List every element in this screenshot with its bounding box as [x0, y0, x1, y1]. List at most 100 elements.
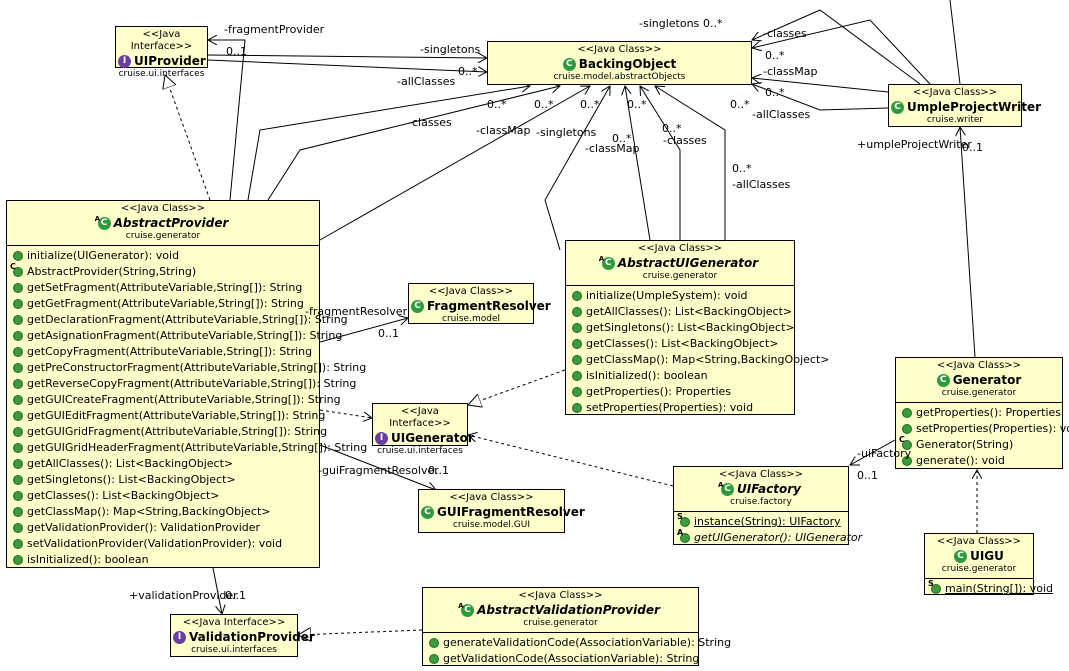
operation-row[interactable]: isInitialized(): boolean — [566, 368, 794, 384]
operation-row[interactable]: getClassMap(): Map<String,BackingObject> — [7, 504, 319, 520]
label-mult: 0..* — [534, 98, 554, 111]
operation-row[interactable]: getProperties(): Properties — [566, 384, 794, 400]
assoc-ap-classmap — [267, 86, 560, 201]
label-mult: 0..* — [730, 98, 750, 111]
operations-list: initialize(UmpleSystem): void getAllClass… — [566, 285, 830, 419]
operation-row[interactable]: getCopyFragment(AttributeVariable,String… — [7, 344, 319, 360]
assoc-uiprovider-singletons — [207, 55, 487, 58]
operation-row[interactable]: getProperties(): Properties — [896, 405, 1062, 421]
operation-row[interactable]: getAllClasses(): List<BackingObject> — [566, 304, 794, 320]
operation-row[interactable]: getClasses(): List<BackingObject> — [566, 336, 794, 352]
label-fragmentprovider-mult: 0..1 — [226, 45, 247, 58]
stereotype: <<Java Class>> — [912, 87, 998, 98]
package: cruise.generator — [941, 564, 1017, 574]
operation-signature: initialize(UmpleSystem): void — [586, 289, 748, 302]
operation-row[interactable]: getSingletons(): List<BackingObject> — [566, 320, 795, 336]
assoc-ag-classes — [640, 86, 681, 240]
operation-signature: getAllClasses(): List<BackingObject> — [586, 305, 793, 318]
abstractvalidationprovider-box[interactable]: <<Java Class>> CAbstractValidationProvid… — [422, 587, 731, 667]
operation-signature: getProperties(): Properties — [916, 406, 1062, 419]
operation-row[interactable]: getDeclarationFragment(AttributeVariable… — [7, 312, 348, 328]
operation-row[interactable]: getSingletons(): List<BackingObject> — [7, 472, 319, 488]
uifactory-box[interactable]: <<Java Class>> CUIFactory cruise.factory… — [673, 466, 862, 545]
label-mult: 0..* — [765, 86, 785, 99]
operation-row[interactable]: getClassMap(): Map<String,BackingObject> — [566, 352, 830, 368]
operation-signature: getProperties(): Properties — [586, 385, 732, 398]
operation-row[interactable]: getGUIGridFragment(AttributeVariable,Str… — [7, 424, 327, 440]
operation-row[interactable]: generate(): void — [896, 453, 1062, 469]
label-mult: 0..* — [458, 65, 478, 78]
operation-row[interactable]: getValidationCode(AssociationVariable): … — [423, 651, 699, 667]
operation-row[interactable]: isInitialized(): boolean — [7, 552, 319, 568]
operation-row[interactable]: setProperties(Properties): void — [566, 400, 794, 416]
class-icon: C — [936, 374, 950, 387]
interface-icon: I — [118, 55, 131, 68]
public-method-icon — [13, 443, 23, 453]
operation-row[interactable]: initialize(UmpleSystem): void — [566, 288, 794, 304]
operation-row[interactable]: initialize(UIGenerator): void — [7, 248, 319, 264]
operation-row[interactable]: getClasses(): List<BackingObject> — [7, 488, 319, 504]
label-umpleprojectwriter-mult: 0..1 — [962, 141, 983, 154]
assoc-w-top — [949, 0, 961, 85]
operation-row[interactable]: getAllClasses(): List<BackingObject> — [7, 456, 319, 472]
operation-row[interactable]: getValidationProvider(): ValidationProvi… — [7, 520, 319, 536]
package: cruise.generator — [941, 388, 1017, 398]
public-method-icon — [572, 339, 582, 349]
operation-row[interactable]: getGUIGridHeaderFragment(AttributeVariab… — [7, 440, 367, 456]
label-uifactory: -uiFactory — [857, 447, 912, 460]
label-w-singletons: -singletons — [639, 17, 700, 30]
abstractuigenerator-box[interactable]: <<Java Class>> CAbstractUIGenerator crui… — [565, 240, 830, 415]
operation-row[interactable]: setProperties(Properties): void — [896, 421, 1069, 437]
assoc-ag-singletons — [544, 86, 610, 251]
operation-row[interactable]: generateValidationCode(AssociationVariab… — [423, 635, 731, 651]
operation-signature: getSingletons(): List<BackingObject> — [586, 321, 795, 334]
public-method-icon — [572, 323, 582, 333]
stereotype: <<Java Class>> — [449, 492, 534, 503]
operation-row[interactable]: getGUICreateFragment(AttributeVariable,S… — [7, 392, 341, 408]
package: cruise.factory — [730, 497, 792, 507]
realization-avp-vp — [298, 630, 423, 635]
operation-row[interactable]: setValidationProvider(ValidationProvider… — [7, 536, 319, 552]
operation-signature: getGUIEditFragment(AttributeVariable,Str… — [27, 409, 326, 422]
operation-row[interactable]: getPreConstructorFragment(AttributeVaria… — [7, 360, 366, 376]
operation-row[interactable]: getGetFragment(AttributeVariable,String[… — [7, 296, 319, 312]
public-method-icon — [13, 411, 23, 421]
label-w-allclasses: -allClasses — [752, 108, 811, 121]
public-method-icon — [13, 363, 23, 373]
label-ag-classes: -classes — [663, 134, 707, 147]
label-mult: 0..* — [732, 162, 752, 175]
stereotype: <<Java Interface>> — [130, 29, 193, 52]
package: cruise.generator — [523, 618, 598, 628]
operation-signature: setValidationProvider(ValidationProvider… — [27, 537, 283, 550]
abstract-class-icon: C — [599, 252, 615, 270]
package: cruise.ui.interfaces — [118, 69, 205, 79]
public-method-icon — [13, 507, 23, 517]
operation-row[interactable]: getSetFragment(AttributeVariable,String[… — [7, 280, 319, 296]
assoc-validationprovider — [212, 567, 222, 614]
operation-signature: setProperties(Properties): void — [916, 422, 1069, 435]
operation-signature: getValidationProvider(): ValidationProvi… — [27, 521, 261, 534]
operation-row[interactable]: getReverseCopyFragment(AttributeVariable… — [7, 376, 356, 392]
operation-row[interactable]: getGUIEditFragment(AttributeVariable,Str… — [7, 408, 325, 424]
operation-row[interactable]: getAsignationFragment(AttributeVariable,… — [7, 328, 342, 344]
